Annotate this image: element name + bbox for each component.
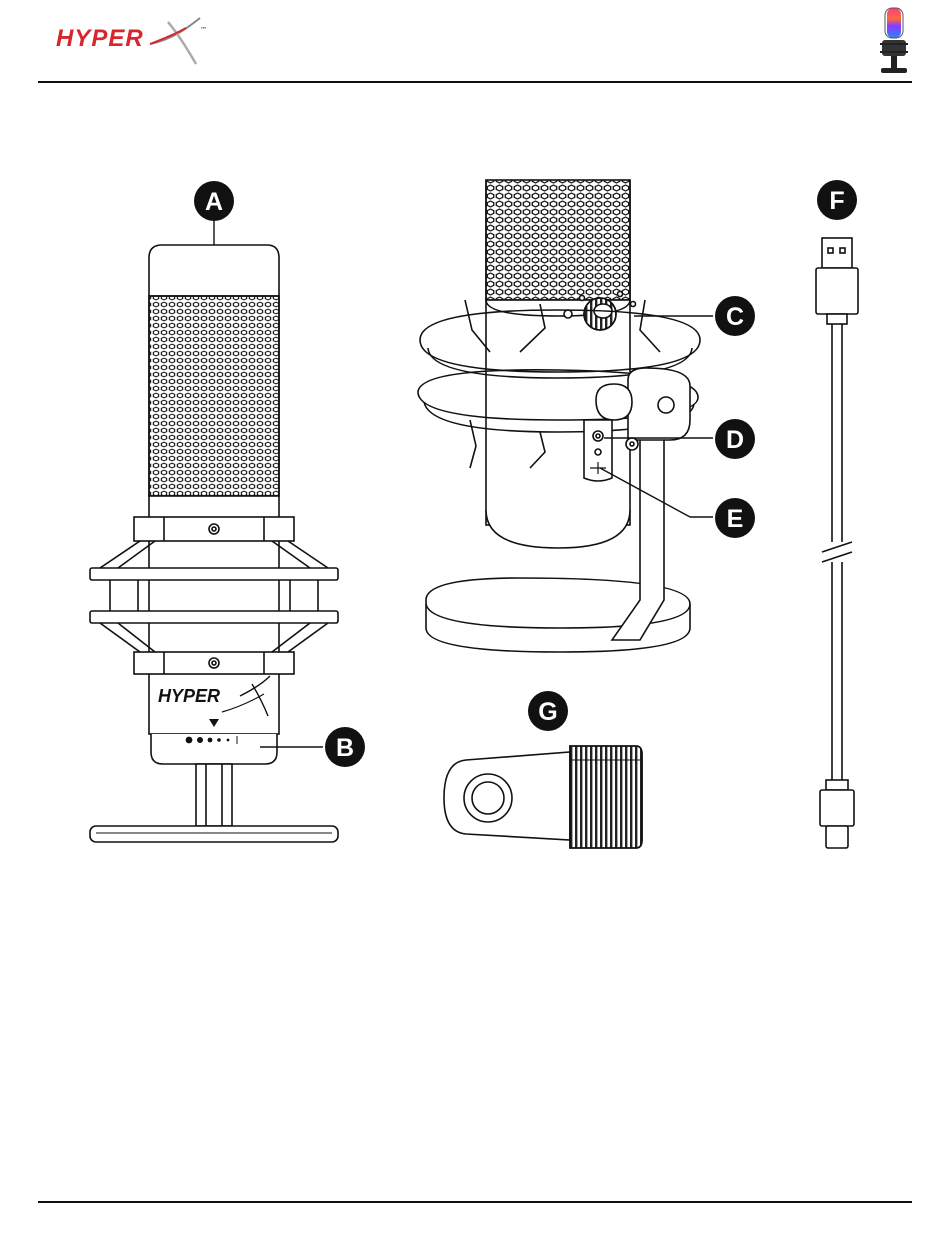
callout-a-label: A [205, 188, 223, 216]
callout-g: G [528, 691, 568, 731]
callout-b: B [325, 727, 365, 767]
trademark-mark: ™ [200, 26, 207, 34]
callout-b-label: B [336, 734, 354, 762]
callout-f-label: F [829, 187, 844, 215]
mic-body-logo: HYPER [158, 686, 220, 706]
callout-c-label: C [726, 303, 744, 331]
mount-adapter-illustration [444, 746, 642, 848]
gain-knob-icon [584, 298, 616, 330]
callout-e: E [715, 498, 755, 538]
header: HYPER ™ [38, 8, 912, 82]
usb-a-connector [822, 238, 852, 268]
callout-a: A [194, 181, 234, 221]
product-thumbnail-icon [880, 8, 908, 73]
microphone-front-view: HYPER [90, 245, 338, 842]
callout-g-label: G [538, 698, 557, 726]
usb-c-connector [820, 790, 854, 826]
callout-d: D [715, 419, 755, 459]
callout-d-label: D [726, 426, 744, 454]
microphone-stand-view [418, 180, 700, 652]
usb-cable-illustration [816, 238, 858, 848]
hyperx-logo-text: HYPER [56, 25, 144, 52]
callout-e-label: E [727, 505, 744, 533]
callout-c: C [715, 296, 755, 336]
hyperx-logo: HYPER ™ [56, 18, 207, 64]
callout-f: F [817, 180, 857, 220]
